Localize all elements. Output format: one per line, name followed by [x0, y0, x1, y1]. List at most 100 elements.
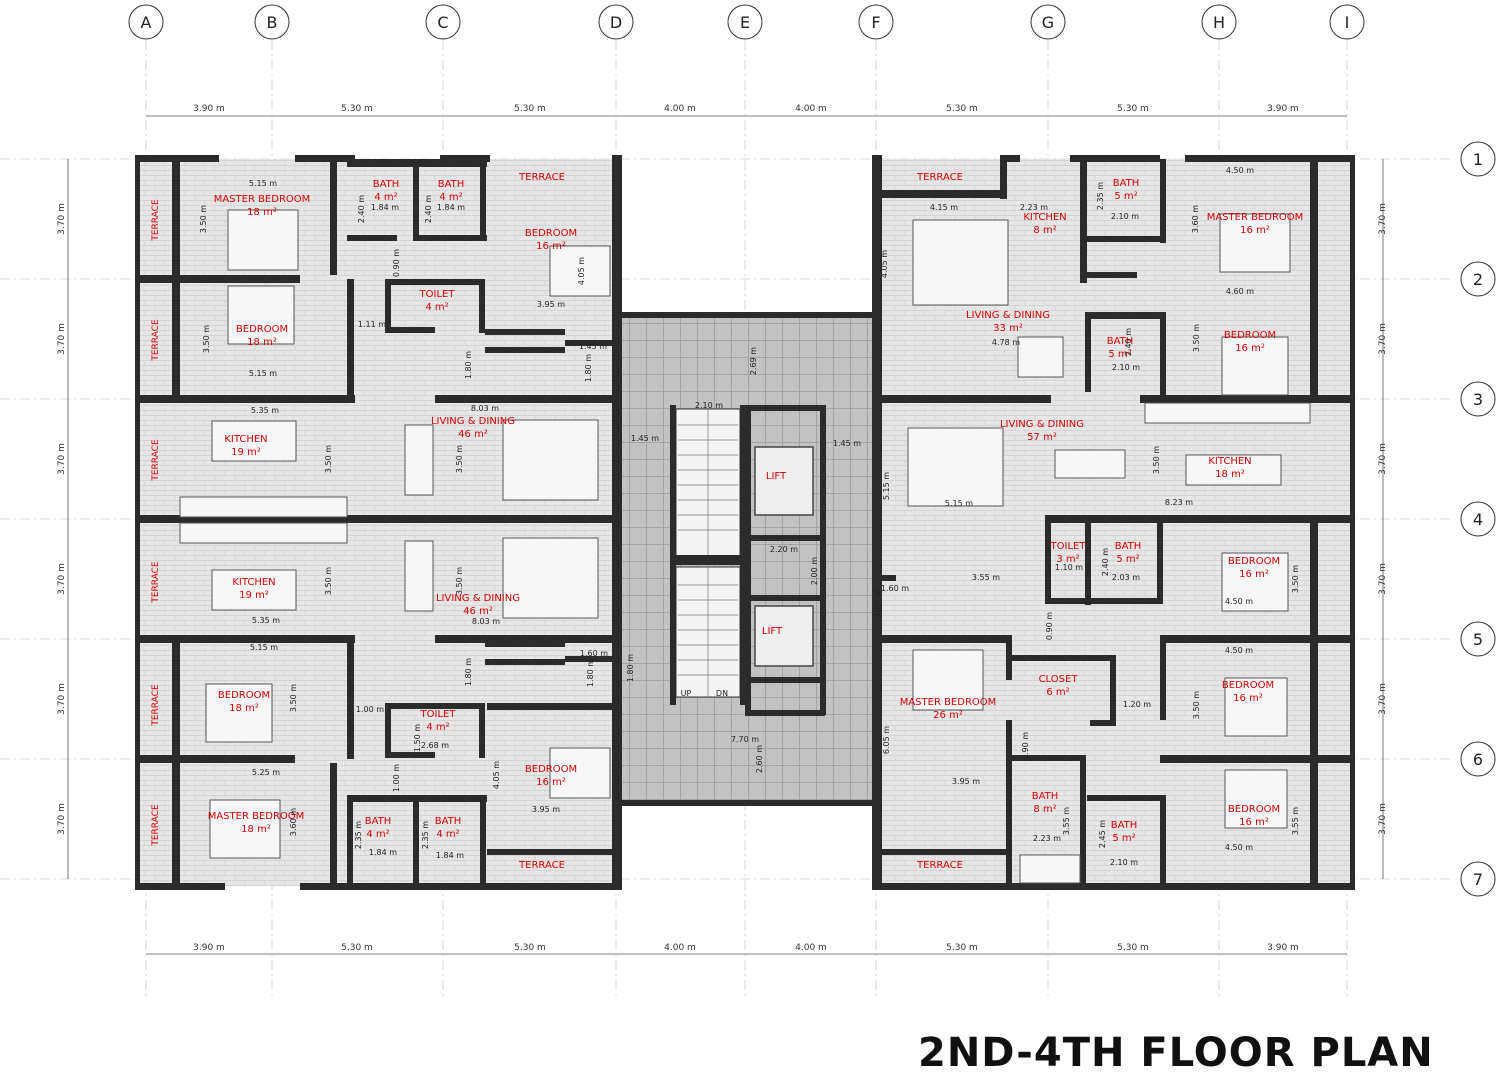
room-area: 16 m²: [1239, 817, 1269, 828]
room-name: BEDROOM: [1224, 330, 1276, 341]
inner-dimension-label: 2.40 m: [357, 195, 366, 223]
left-dimension: 3.70 m: [57, 683, 67, 715]
grid-column-label: A: [141, 13, 152, 32]
inner-dimension-label: 2.03 m: [1112, 573, 1140, 582]
room-label: TERRACE: [151, 561, 161, 604]
inner-dimension-label: 2.10 m: [1112, 363, 1140, 372]
inner-dimension-label: 3.50 m: [324, 445, 333, 473]
inner-dimension-label: 5.15 m: [945, 499, 973, 508]
left-dimension: 3.70 m: [57, 563, 67, 595]
grid-column-bubble: G: [1030, 4, 1066, 40]
grid-row-label: 5: [1473, 630, 1483, 649]
inner-dimension-label: 3.95 m: [537, 300, 565, 309]
room-name: LIFT: [766, 471, 787, 482]
room-name: TOILET: [420, 709, 457, 720]
inner-dimension-label: 1.80 m: [464, 351, 473, 379]
room-name: KITCHEN: [224, 434, 267, 445]
grid-column-bubble: A: [128, 4, 164, 40]
inner-dimension-label: 3.50 m: [289, 684, 298, 712]
room-area: 4 m²: [436, 829, 459, 840]
room-label: KITCHEN 18 m²: [1208, 456, 1251, 480]
inner-dimension-label: 3.50 m: [1192, 691, 1201, 719]
room-name: TERRACE: [151, 199, 161, 242]
inner-dimension-label: 2.10 m: [695, 401, 723, 410]
inner-dimension-label: 1.45 m: [833, 439, 861, 448]
room-name: KITCHEN: [1208, 456, 1251, 467]
inner-dimension-label: 1.60 m: [881, 584, 909, 593]
inner-dimension-label: 8.23 m: [1165, 498, 1193, 507]
bottom-dimension: 5.30 m: [946, 943, 978, 953]
room-name: BATH: [1113, 178, 1140, 189]
room-name: BEDROOM: [1228, 556, 1280, 567]
inner-dimension-label: 1.80 m: [586, 659, 595, 687]
bottom-dimension: 5.30 m: [514, 943, 546, 953]
room-name: BATH: [438, 179, 465, 190]
bottom-dimension: 5.30 m: [1117, 943, 1149, 953]
room-area: 8 m²: [1033, 225, 1056, 236]
left-dimension: 3.70 m: [57, 803, 67, 835]
inner-dimension-label: 4.50 m: [1225, 597, 1253, 606]
left-dimension: 3.70 m: [57, 323, 67, 355]
grid-row-label: 2: [1473, 270, 1483, 289]
stair-treads: [678, 409, 738, 697]
bottom-dimension: 3.90 m: [1267, 943, 1299, 953]
room-area: 18 m²: [229, 703, 259, 714]
top-dimension: 3.90 m: [1267, 104, 1299, 114]
room-area: 16 m²: [1240, 225, 1270, 236]
top-dimension: 4.00 m: [664, 104, 696, 114]
room-name: LIVING & DINING: [966, 310, 1050, 321]
bottom-dimension: 5.30 m: [341, 943, 373, 953]
inner-dimension-label: 2.68 m: [421, 741, 449, 750]
room-area: 4 m²: [366, 829, 389, 840]
inner-dimension-label: 2.23 m: [1020, 203, 1048, 212]
grid-row-label: 6: [1473, 750, 1483, 769]
room-name: LIFT: [762, 626, 783, 637]
inner-dimension-label: 3.55 m: [972, 573, 1000, 582]
room-name: BATH: [435, 816, 462, 827]
room-name: TERRACE: [916, 860, 963, 871]
left-dimension: 3.70 m: [57, 443, 67, 475]
room-area: 5 m²: [1112, 833, 1135, 844]
right-dimension: 3.70 m: [1378, 323, 1388, 355]
room-area: 18 m²: [1215, 469, 1245, 480]
inner-dimension-label: 2.35 m: [354, 821, 363, 849]
bottom-dimension: 4.00 m: [664, 943, 696, 953]
inner-dimension-label: 2.60 m: [755, 745, 764, 773]
room-label: TERRACE: [151, 199, 161, 242]
room-area: 26 m²: [933, 710, 963, 721]
room-area: 46 m²: [463, 606, 493, 617]
inner-dimension-label: 2.10 m: [1110, 858, 1138, 867]
stair-up-label: UP: [681, 689, 692, 698]
grid-column-label: G: [1042, 13, 1054, 32]
room-area: 16 m²: [536, 241, 566, 252]
room-area: 4 m²: [439, 192, 462, 203]
room-area: 5 m²: [1108, 349, 1131, 360]
grid-row-label: 7: [1473, 870, 1483, 889]
room-label: BATH 4 m²: [435, 816, 462, 840]
inner-dimension-label: 3.50 m: [455, 567, 464, 595]
inner-dimension-label: 2.35 m: [421, 821, 430, 849]
room-name: TERRACE: [151, 319, 161, 362]
grid-row-bubble: 4: [1460, 501, 1496, 537]
right-dimension: 3.70 m: [1378, 443, 1388, 475]
room-label: TERRACE: [151, 684, 161, 727]
grid-column-label: D: [610, 13, 622, 32]
grid-row-label: 3: [1473, 390, 1483, 409]
room-area: 46 m²: [458, 429, 488, 440]
grid-column-bubble: B: [254, 4, 290, 40]
